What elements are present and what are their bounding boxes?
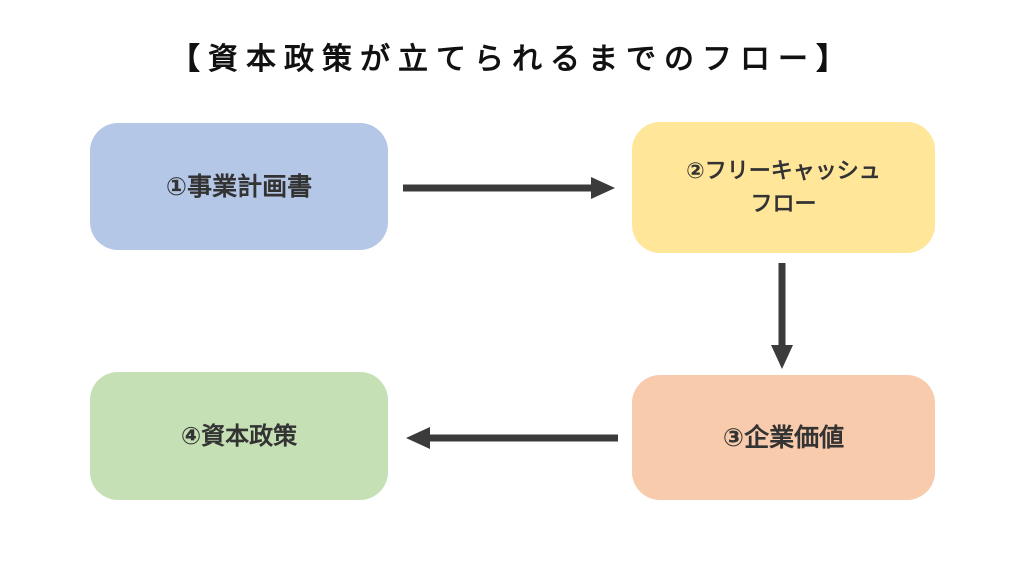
flow-box-free-cash-flow-label: ②フリーキャッシュ フロー — [686, 158, 881, 217]
flow-box-business-plan-label: ①事業計画書 — [165, 171, 313, 201]
flow-box-enterprise-value: ③企業価値 — [632, 375, 935, 500]
flow-box-capital-policy-label: ④資本政策 — [180, 422, 298, 450]
diagram-title: 【資本政策が立てられるまでのフロー】 — [170, 42, 854, 77]
arrow-down-icon — [771, 263, 793, 369]
flow-box-capital-policy: ④資本政策 — [90, 372, 388, 500]
arrow-left-icon — [406, 427, 618, 449]
flow-box-enterprise-value-label: ③企業価値 — [722, 422, 845, 452]
arrow-right-icon — [403, 177, 615, 199]
flow-box-free-cash-flow: ②フリーキャッシュ フロー — [632, 122, 935, 253]
flow-box-business-plan: ①事業計画書 — [90, 123, 388, 250]
